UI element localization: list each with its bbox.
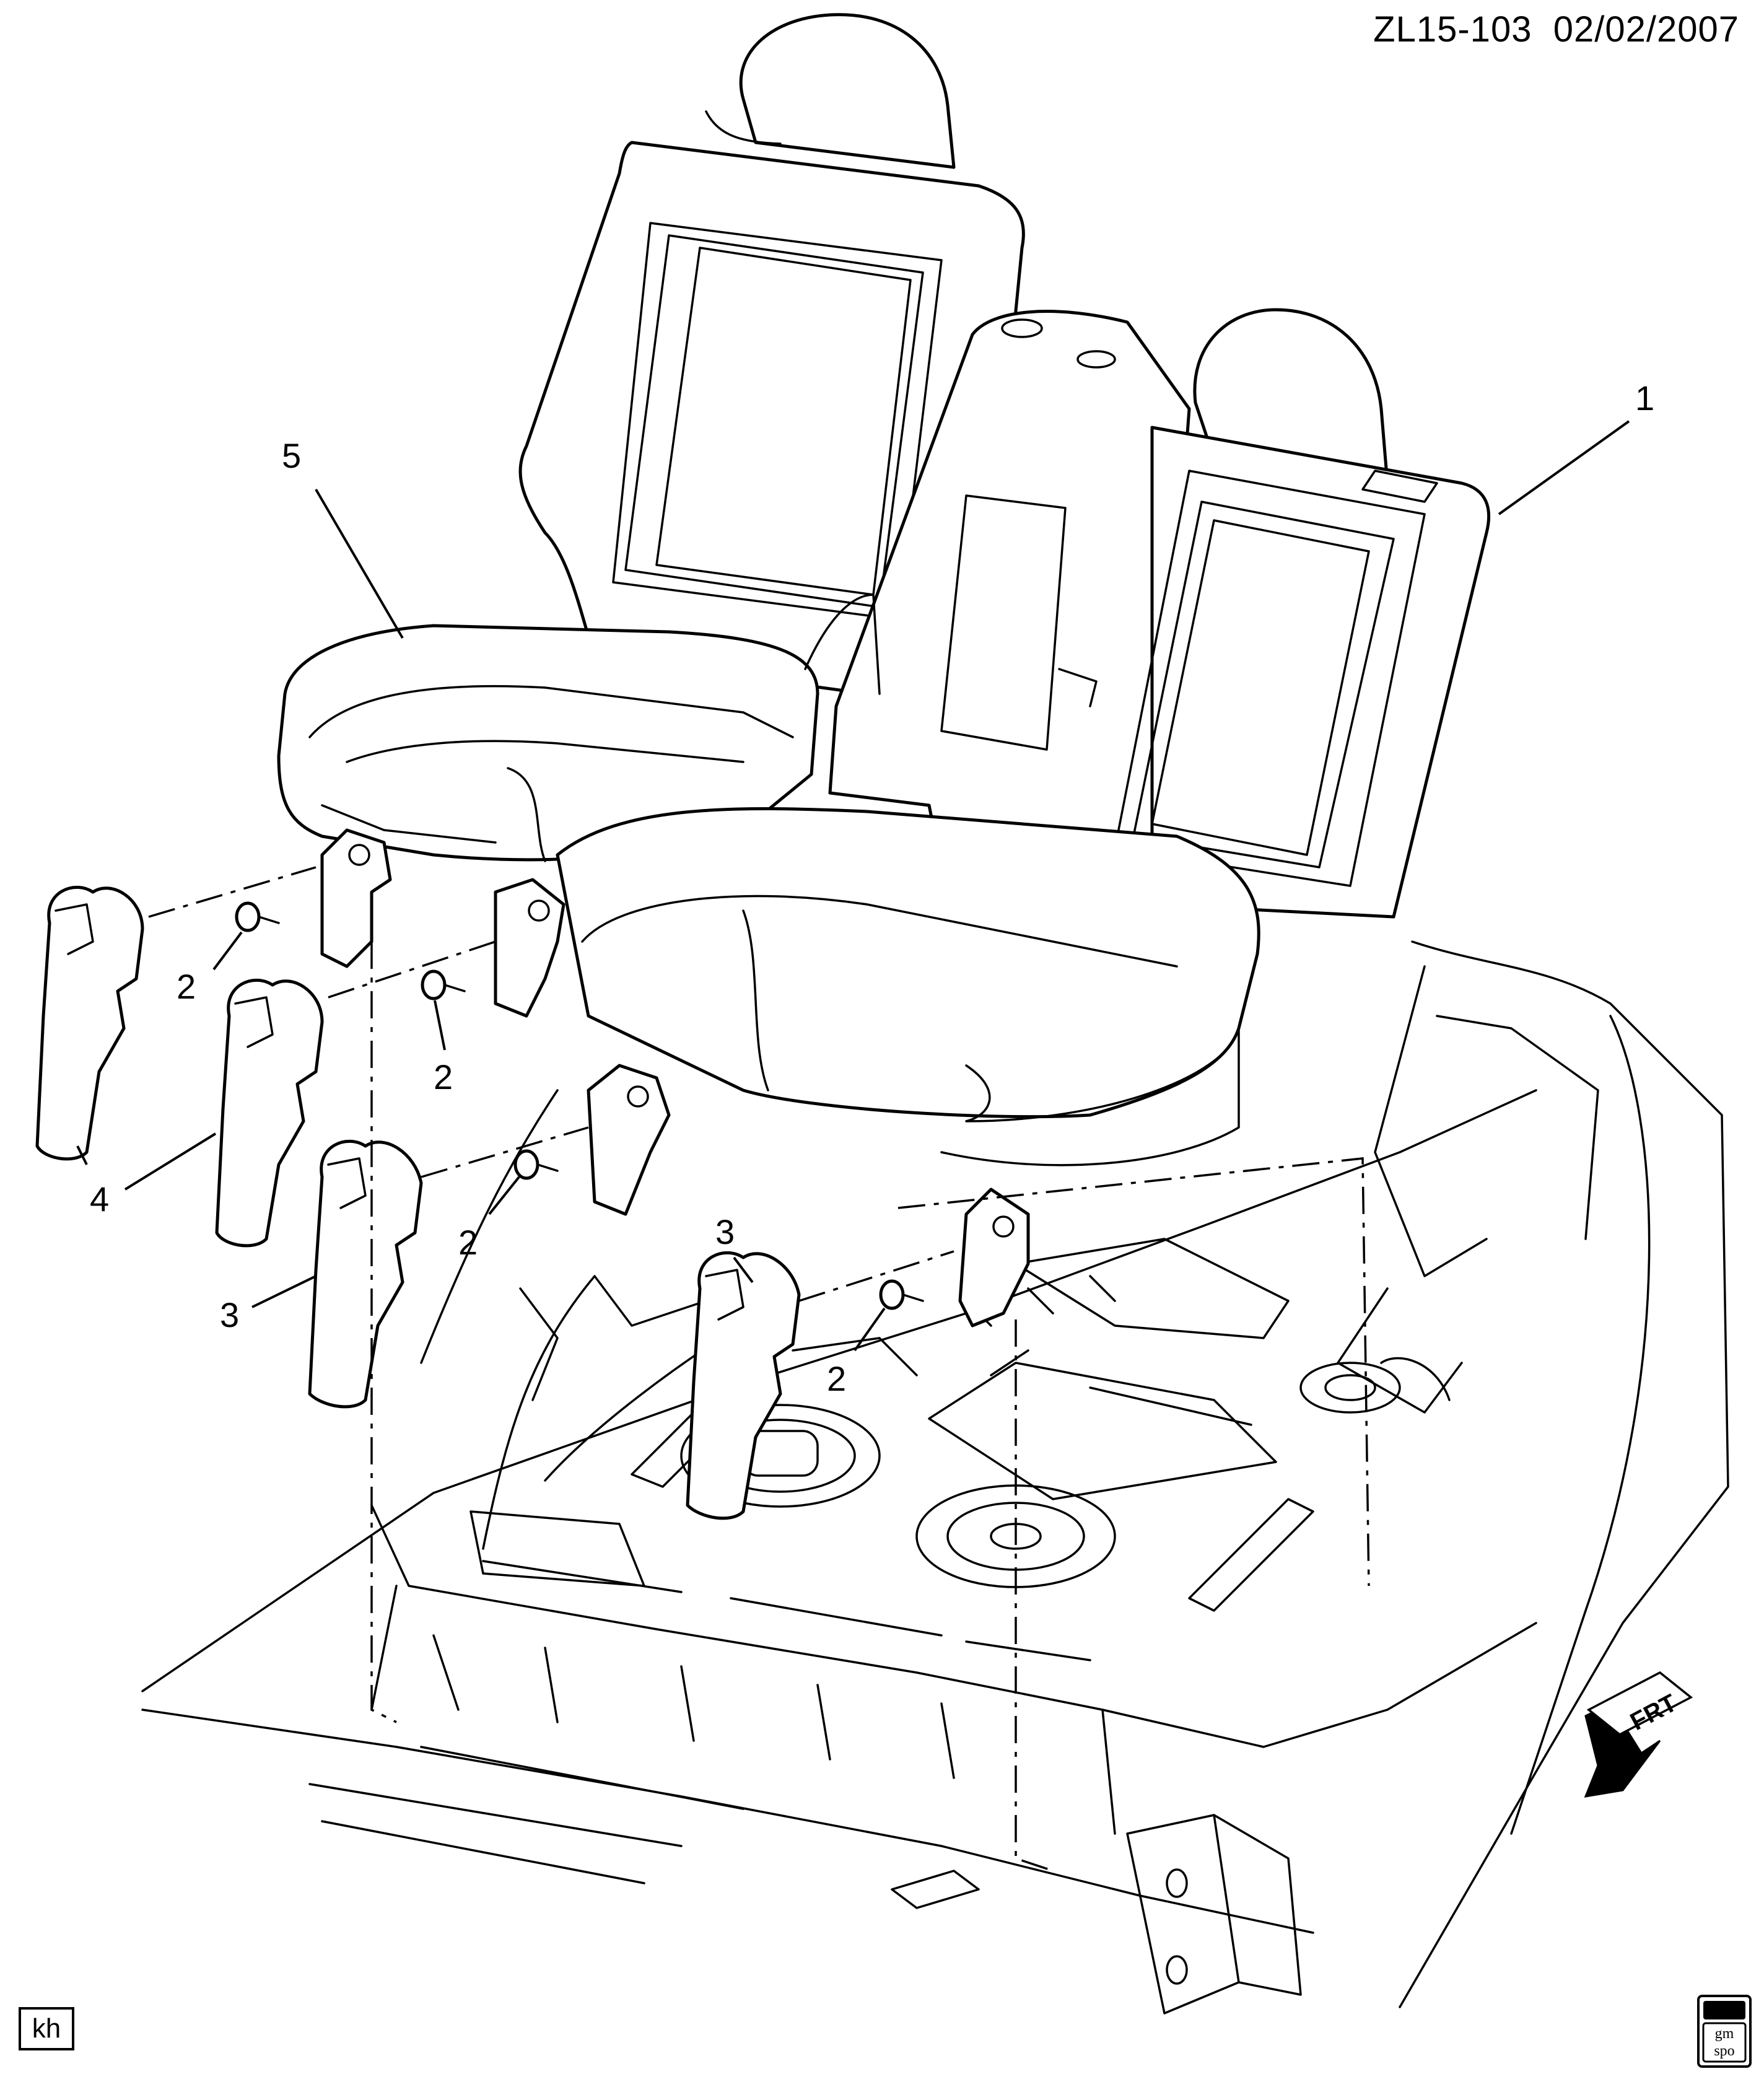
callout-2-a: 2 [177,967,196,1006]
hinge-cover-3-left [308,1139,423,1409]
seat-assembly-40-percent [556,308,1491,1328]
bolt-2-d [879,1279,924,1310]
hinge-cover-4-right [215,978,324,1248]
callout-5: 5 [282,436,301,475]
bolt-2-a [235,901,280,932]
logo-text-spo: spo [1714,2043,1734,2059]
callout-3-a: 3 [715,1212,735,1251]
drawing-number: ZL15-103 [1373,9,1532,50]
leader-lines [76,420,1630,1352]
callout-2-c: 2 [458,1223,478,1262]
drawing-id-header: ZL15-103 02/02/2007 [1373,9,1739,50]
callout-2-d: 2 [827,1359,846,1398]
author-tag: kh [19,2007,74,2050]
callout-2-b: 2 [434,1057,453,1096]
callout-4: 4 [90,1179,109,1219]
front-direction-arrow-icon: FRT [1584,1671,1693,1798]
floor-pan [141,940,1729,2015]
hinge-cover-3-right [686,1251,801,1520]
hinge-cover-4-left [35,885,144,1161]
logo-text-gm: gm [1715,2026,1734,2042]
alignment-lines [148,866,1370,1872]
callout-1: 1 [1635,378,1654,418]
bolt-2-b [421,969,466,1000]
gm-spo-logo-icon: gm spo [1697,1995,1752,2068]
bolt-2-c [513,1149,559,1180]
callout-3-b: 3 [220,1295,239,1334]
drawing-date: 02/02/2007 [1553,9,1739,50]
